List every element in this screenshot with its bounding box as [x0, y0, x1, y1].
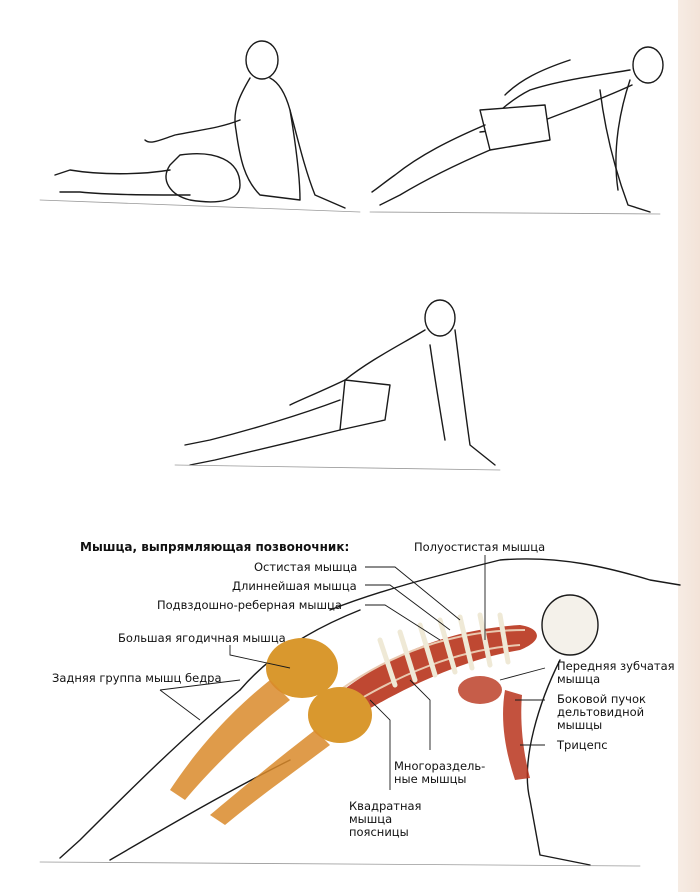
figure-pose-1	[39, 40, 361, 213]
label-semispinalis: Полуостистая мышца	[414, 540, 546, 554]
label-gluteus-maximus: Большая ягодичная мышца	[118, 631, 286, 645]
figure-anatomy	[39, 558, 681, 867]
label-iliocostalis: Подвздошно-реберная мышца	[157, 598, 342, 612]
label-longissimus: Длиннейшая мышца	[232, 579, 357, 593]
label-quadratus-lumborum: Квадратная мышца поясницы	[349, 799, 422, 839]
label-hamstrings: Задняя группа мышц бедра	[52, 671, 222, 685]
figure-pose-3	[174, 299, 501, 471]
label-triceps: Трицепс	[557, 738, 608, 752]
label-group-title: Мышца, выпрямляющая позвоночник:	[80, 540, 350, 554]
muscle-layer	[170, 612, 537, 825]
label-serratus-anterior: Передняя зубчатая мышца	[557, 659, 675, 686]
label-multifidus: Многораздель-ные мышцы	[394, 759, 486, 786]
label-spinalis: Остистая мышца	[254, 560, 358, 574]
page-edge-shadow	[678, 0, 700, 892]
figure-pose-2	[369, 46, 664, 215]
label-lateral-deltoid: Боковой пучок дельтовидной мышцы	[557, 692, 646, 732]
